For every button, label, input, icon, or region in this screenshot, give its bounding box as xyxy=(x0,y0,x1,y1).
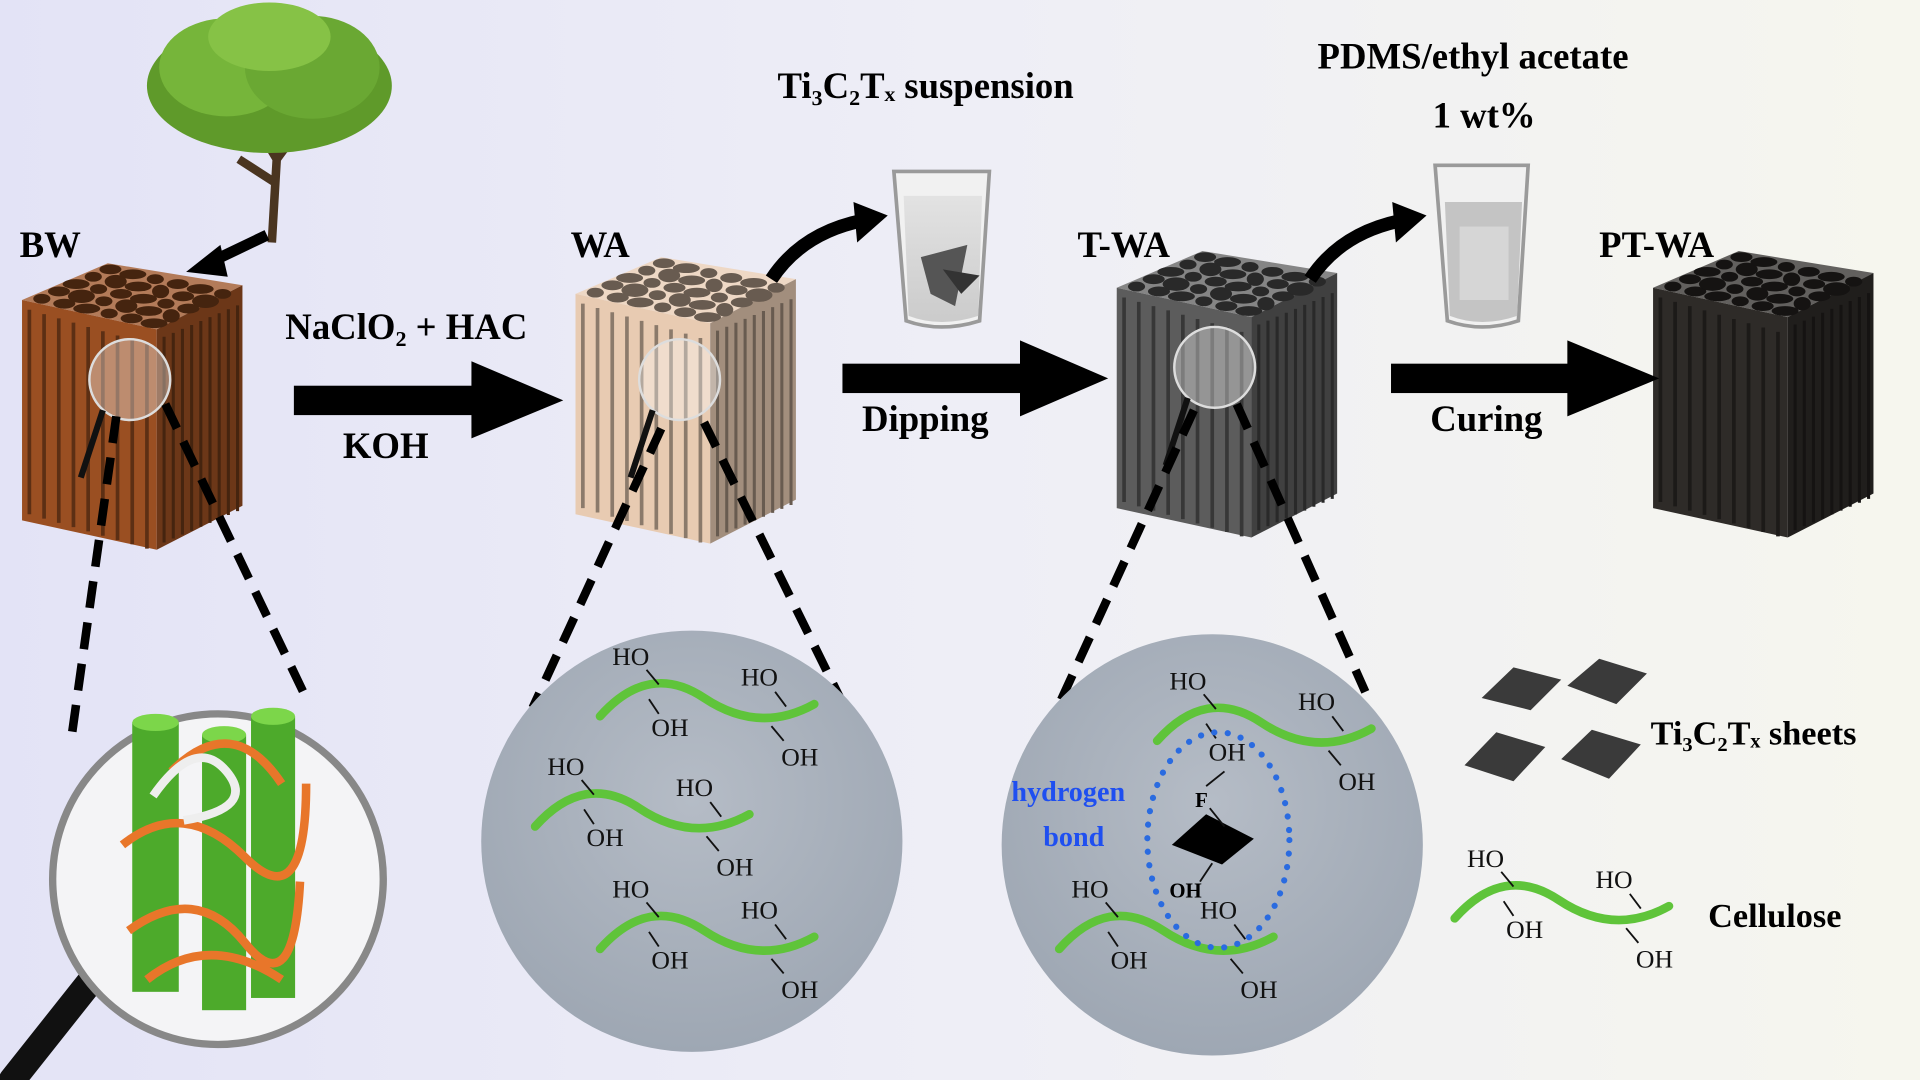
ho-group: HO xyxy=(612,875,649,904)
oh-group: OH xyxy=(781,742,818,771)
legend: Ti₃C₂Tₓ sheets HO OH HO OH Cellulose xyxy=(1450,658,1857,973)
hydrogen-bond-label-2: bond xyxy=(1043,822,1104,853)
step3-curing: Curing xyxy=(1430,398,1542,439)
cellulose-microfibrils xyxy=(119,707,311,1011)
oh-group: OH xyxy=(1338,767,1375,796)
step1-koh: KOH xyxy=(343,425,429,466)
magnifier-icon xyxy=(0,707,387,1080)
ho-group: HO xyxy=(1596,865,1633,894)
oh-group: OH xyxy=(1636,944,1673,973)
ho-group: HO xyxy=(547,752,584,781)
oh-group: OH xyxy=(1506,915,1543,944)
arrow-right xyxy=(293,361,564,439)
ho-group: HO xyxy=(1071,875,1108,904)
step1-reagents: NaClO₂ + HAC xyxy=(285,306,527,347)
zoom-line xyxy=(700,420,849,710)
wa-cellulose-chains: HO OH HO OH HO OH HO OH HO OH HO OH xyxy=(530,642,819,1004)
magnifier-handle xyxy=(627,409,656,479)
beaker-icon xyxy=(891,169,992,329)
magnifier-lens xyxy=(637,337,722,422)
cellulose-chain: HO OH HO OH xyxy=(530,752,754,882)
oh-label: OH xyxy=(1169,879,1201,903)
arrow-right xyxy=(1391,340,1660,417)
ho-group: HO xyxy=(1298,687,1335,716)
hydrogen-bond-ellipse xyxy=(1144,729,1293,951)
wood-cube-ptwa xyxy=(1653,251,1874,538)
ti3c2tx-sheet xyxy=(1171,814,1254,865)
cellulose-chain: HO OH HO OH xyxy=(595,875,819,1004)
legend-cellulose: Cellulose xyxy=(1708,897,1841,935)
arrow-right xyxy=(842,340,1109,417)
beaker-icon xyxy=(1433,163,1531,329)
oh-group: OH xyxy=(587,823,624,852)
oh-group: OH xyxy=(651,946,688,975)
cellulose-chain: HO OH HO OH xyxy=(595,642,819,771)
magnifier-lens xyxy=(1173,325,1257,409)
step3-solution: PDMS/ethyl acetate xyxy=(1318,36,1629,77)
ho-group: HO xyxy=(741,663,778,692)
ho-group: HO xyxy=(1467,844,1504,873)
cellulose-chain: HO OH HO OH xyxy=(1450,844,1674,973)
zoom-line xyxy=(161,402,310,700)
magnifier-handle xyxy=(77,409,106,479)
hydrogen-bond-label-1: hydrogen xyxy=(1011,777,1125,808)
zoom-line xyxy=(66,415,121,742)
magnifier-lens xyxy=(88,337,172,422)
tree-icon xyxy=(146,2,392,243)
cellulose-chain: HO OH HO OH xyxy=(1152,666,1376,796)
oh-group: OH xyxy=(716,853,753,882)
label-wa: WA xyxy=(571,224,631,265)
wood-cube-wa xyxy=(575,257,796,544)
wood-cube-bw xyxy=(22,263,243,550)
oh-group: OH xyxy=(1240,975,1277,1004)
ho-group: HO xyxy=(1169,666,1206,695)
curved-arrow xyxy=(1304,213,1404,283)
curved-arrow xyxy=(765,213,865,283)
zoom-line xyxy=(1055,408,1198,706)
oh-group: OH xyxy=(651,713,688,742)
oh-group: OH xyxy=(1209,737,1246,766)
step3-concentration: 1 wt% xyxy=(1433,94,1536,135)
label-ptwa: PT-WA xyxy=(1599,224,1714,265)
oh-group: OH xyxy=(781,975,818,1004)
wood-cube-twa xyxy=(1116,251,1338,538)
step2-suspension: Ti₃C₂Tₓ suspension xyxy=(778,65,1074,106)
zoom-line xyxy=(1232,402,1370,694)
label-bw: BW xyxy=(20,224,81,265)
fluorine-label: F xyxy=(1195,788,1208,812)
ho-group: HO xyxy=(741,895,778,924)
step2-dipping: Dipping xyxy=(862,398,989,439)
legend-sheets: Ti₃C₂Tₓ sheets xyxy=(1651,714,1857,752)
zoom-line xyxy=(528,426,666,710)
ho-group: HO xyxy=(1200,895,1237,924)
ho-group: HO xyxy=(612,642,649,671)
oh-group: OH xyxy=(1111,946,1148,975)
label-twa: T-WA xyxy=(1078,224,1171,265)
ho-group: HO xyxy=(676,773,713,802)
